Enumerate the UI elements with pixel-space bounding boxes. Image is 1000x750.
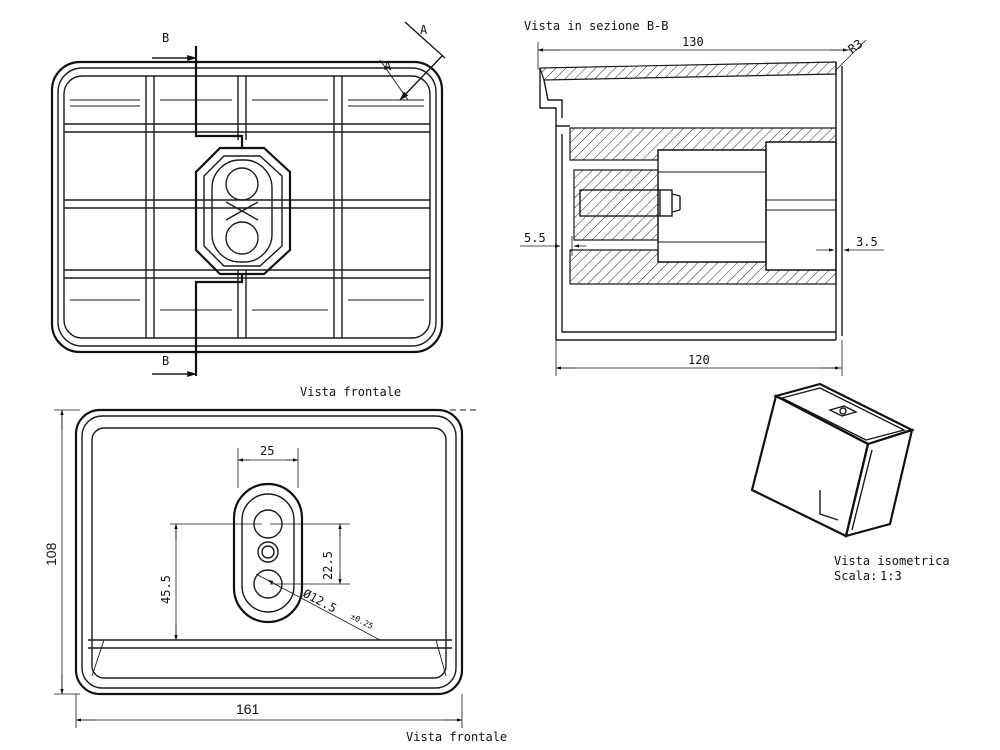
dim-161: 161 bbox=[236, 701, 260, 717]
dim-25: 25 bbox=[260, 444, 274, 458]
dim-22-5: 22.5 bbox=[321, 551, 335, 580]
dim-r3: R3 bbox=[845, 37, 865, 57]
dim-120: 120 bbox=[688, 353, 710, 367]
front-view-dimensioned: 25 22.5 45.5 Ø12.5 ±0.25 108 161 bbox=[43, 408, 507, 744]
scale-label: Scala: bbox=[834, 569, 877, 583]
rib-cells bbox=[70, 99, 424, 311]
dim-45-5: 45.5 bbox=[159, 575, 173, 604]
caption-front-bottom: Vista frontale bbox=[406, 730, 507, 744]
vertical-ribs bbox=[145, 76, 343, 338]
detail-a-marker bbox=[379, 21, 446, 101]
marker-a-outer: A bbox=[420, 23, 428, 37]
dim-130: 130 bbox=[682, 35, 704, 49]
section-title: Vista in sezione B-B bbox=[524, 19, 669, 33]
section-marker-top: B bbox=[162, 31, 169, 45]
horizontal-ribs bbox=[64, 123, 430, 279]
front-view-ribbed: B B A A Vista frontale bbox=[50, 21, 446, 399]
section-marker-bottom: B bbox=[162, 354, 169, 368]
dim-3-5: 3.5 bbox=[856, 235, 878, 249]
central-boss bbox=[194, 146, 292, 276]
dim-diameter: Ø12.5 bbox=[301, 586, 339, 615]
isometric-view: Vista isometrica Scala: 1:3 bbox=[750, 382, 950, 583]
caption-isometric: Vista isometrica bbox=[834, 554, 950, 568]
section-view: Vista in sezione B-B 130 R3 bbox=[520, 19, 884, 376]
marker-a-inner: A bbox=[384, 59, 392, 73]
dim-108: 108 bbox=[43, 542, 59, 566]
scale-value: 1:3 bbox=[880, 569, 902, 583]
dim-5-5: 5.5 bbox=[524, 231, 546, 245]
section-line-b bbox=[152, 46, 244, 377]
caption-front-top: Vista frontale bbox=[300, 385, 401, 399]
dim-tolerance: ±0.25 bbox=[349, 612, 375, 631]
